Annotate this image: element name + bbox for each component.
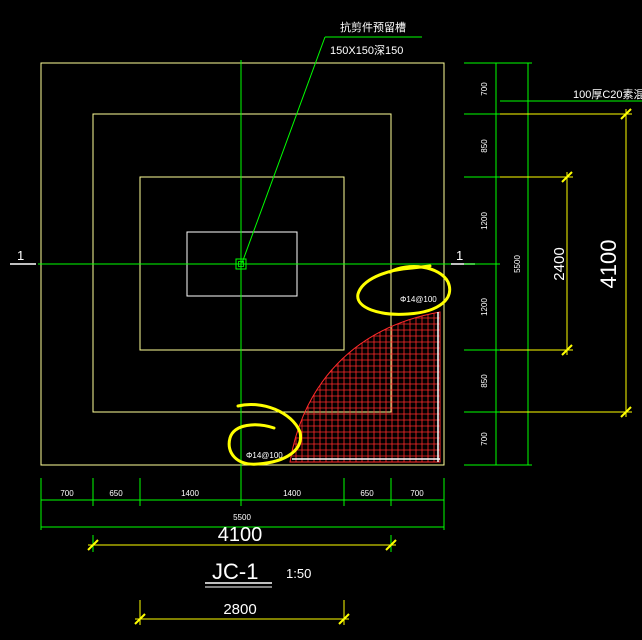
leader-line-slanted — [241, 36, 326, 264]
dim-right-4: 1200 — [480, 298, 489, 316]
section-mark-left: 1 — [17, 248, 24, 263]
dim-2800: 2800 — [223, 601, 256, 618]
dim-right-3: 1200 — [480, 212, 489, 230]
dim-bottom-3: 1400 — [181, 489, 199, 498]
highlight-scribble-bottom — [227, 403, 303, 466]
dim-right-2: 850 — [480, 139, 489, 153]
cushion-note: 100厚C20素混凝土 — [573, 87, 642, 101]
dim-right-6: 700 — [480, 432, 489, 446]
dim-4100-tick-right — [385, 539, 397, 551]
dim-bottom-1: 700 — [60, 489, 74, 498]
dim-right-1: 700 — [480, 82, 489, 96]
dim-2400-tick-top — [561, 171, 573, 183]
dim-4100: 4100 — [218, 524, 263, 546]
bottom-dimension-chain — [40, 478, 445, 530]
dim-2400: 2400 — [551, 247, 568, 280]
shear-key-slot-inner — [238, 261, 244, 267]
drawing-title: JC-1 — [212, 559, 258, 584]
rebar-label-top: Φ14@100 — [400, 295, 437, 304]
dim-right-4100-tick-bottom — [620, 406, 632, 418]
dim-4100-tick-left — [87, 539, 99, 551]
dim-right-5: 850 — [480, 374, 489, 388]
dim-bottom-6: 700 — [410, 489, 424, 498]
dim-bottom-4: 1400 — [283, 489, 301, 498]
dim-2400-tick-bottom — [561, 344, 573, 356]
dim-right-4100: 4100 — [596, 240, 621, 289]
leader-note-line2: 150X150深150 — [330, 44, 403, 57]
drawing-scale: 1:50 — [286, 566, 311, 581]
highlight-scribble-top — [356, 264, 452, 316]
dim-bottom-total: 5500 — [233, 513, 251, 522]
rebar-mesh — [290, 312, 440, 462]
foundation-outline-step2 — [92, 113, 392, 413]
section-mark-right: 1 — [456, 248, 463, 263]
dim-bottom-5: 650 — [360, 489, 374, 498]
dim-bottom-2: 650 — [109, 489, 123, 498]
leader-note-line1: 抗剪件预留槽 — [340, 20, 406, 34]
dim-right-4100-tick-top — [620, 108, 632, 120]
rebar-mesh-boundary — [289, 311, 441, 463]
dim-right-total: 5500 — [513, 255, 522, 273]
dim-2800-tick-right — [338, 613, 350, 625]
dim-2800-tick-left — [134, 613, 146, 625]
shear-key-slot — [235, 258, 247, 270]
right-dimension-chain — [464, 62, 532, 466]
rebar-label-bottom: Φ14@100 — [246, 451, 283, 460]
